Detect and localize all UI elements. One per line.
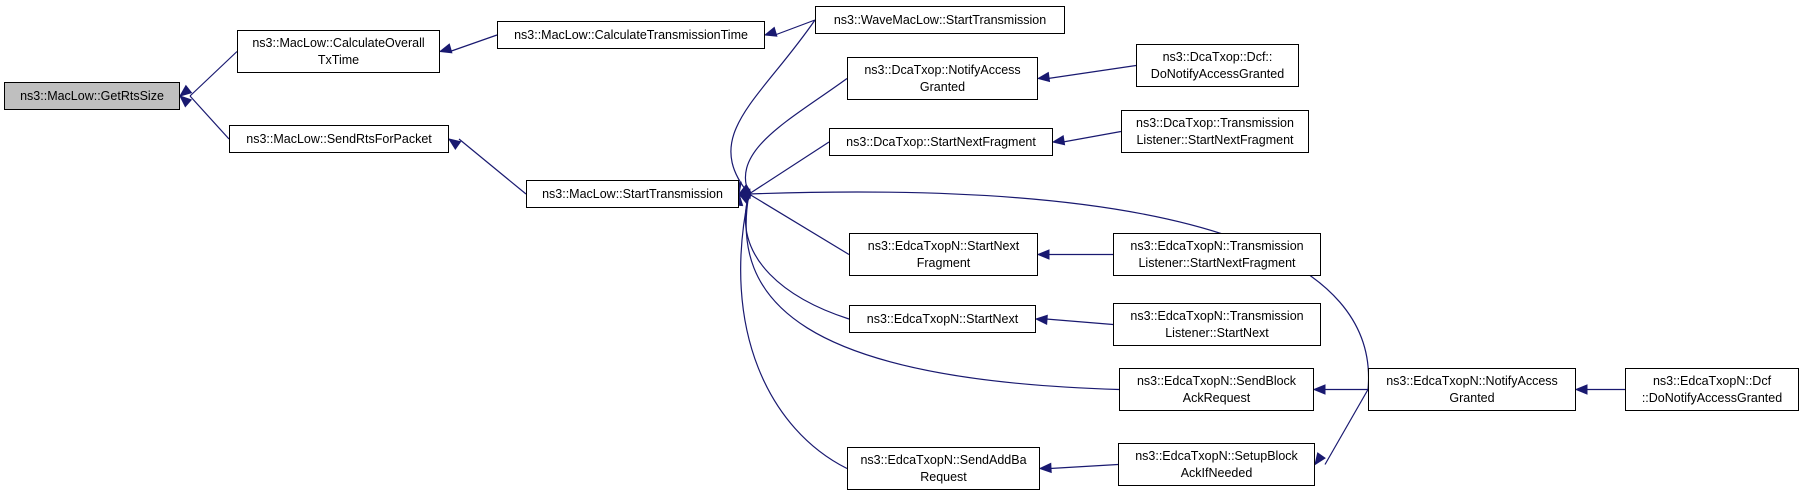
edge-edcanext-to-starttx (744, 193, 850, 320)
edge-edcasetupblock-to-edcasendaddba (1049, 463, 1119, 470)
node-edca-txop-n-start-next[interactable]: ns3::EdcaTxopN::StartNext (849, 305, 1036, 333)
node-label-line: ns3::EdcaTxopN::SendBlock (1136, 373, 1297, 388)
node-edca-txop-n-dcf-do-notify-access-granted[interactable]: ns3::EdcaTxopN::Dcf ::DoNotifyAccessGran… (1625, 368, 1799, 411)
node-label-line: ns3::WaveMacLow::StartTransmission (833, 12, 1047, 27)
node-label-line: Listener::StartNextFragment (1138, 255, 1296, 270)
edge-dcadonotify-to-dcanotify (1047, 64, 1137, 80)
arrowhead (178, 84, 193, 97)
node-edca-txop-n-setup-block-ack-if-needed[interactable]: ns3::EdcaTxopN::SetupBlock AckIfNeeded (1118, 443, 1315, 486)
arrowhead (1574, 384, 1588, 395)
node-label-line: ns3::DcaTxop::Dcf:: (1162, 49, 1273, 64)
edge-calcoverall-to-getrtssize (189, 51, 238, 97)
node-mac-low-start-transmission[interactable]: ns3::MacLow::StartTransmission (526, 180, 739, 208)
edge-dcanotify-to-starttx (744, 78, 848, 195)
arrowhead (447, 138, 462, 150)
node-label-line: ns3::DcaTxop::Transmission (1136, 115, 1294, 130)
node-mac-low-send-rts-for-packet[interactable]: ns3::MacLow::SendRtsForPacket (229, 125, 449, 153)
node-mac-low-calculate-transmission-time[interactable]: ns3::MacLow::CalculateTransmissionTime (497, 21, 765, 49)
arrowhead (763, 26, 778, 37)
arrowhead (1036, 71, 1051, 83)
node-dca-txop-start-next-fragment[interactable]: ns3::DcaTxop::StartNextFragment (829, 128, 1053, 156)
node-label-line: ns3::MacLow::GetRtsSize (20, 88, 164, 103)
node-label-line: ns3::EdcaTxopN::SendAddBa (860, 452, 1027, 467)
edge-dcanextfrag-to-starttx (748, 141, 830, 195)
node-label-line: ns3::EdcaTxopN::Transmission (1130, 238, 1304, 253)
edge-starttx-to-sendrts (458, 138, 527, 195)
node-label-line: Granted (1449, 390, 1495, 405)
edge-calctx-to-calcoverall (449, 34, 498, 53)
node-label-line: DoNotifyAccessGranted (1150, 66, 1285, 81)
node-label-line: Request (920, 469, 967, 484)
node-label-line: ns3::EdcaTxopN::StartNext (866, 311, 1019, 326)
node-label-line: AckIfNeeded (1180, 465, 1253, 480)
edge-edcasendaddba-to-starttx (740, 193, 848, 470)
arrowhead (1314, 452, 1326, 466)
node-label-line: Fragment (916, 255, 971, 270)
node-label-line: ns3::MacLow::CalculateTransmissionTime (514, 27, 748, 42)
edge-edcasendblock-to-starttx (745, 193, 1120, 391)
node-label-line: ::DoNotifyAccessGranted (1641, 390, 1783, 405)
node-label-line: ns3::EdcaTxopN::StartNext (867, 238, 1020, 253)
node-edca-txop-n-transmission-listener-start-next[interactable]: ns3::EdcaTxopN::Transmission Listener::S… (1113, 303, 1321, 346)
node-label-line: TxTime (317, 52, 360, 67)
node-label-line: AckRequest (1182, 390, 1251, 405)
node-label-line: ns3::MacLow::StartTransmission (542, 186, 723, 201)
edge-edcanotify-to-edcasetupblock (1324, 389, 1369, 465)
node-label-line: ns3::EdcaTxopN::SetupBlock (1135, 448, 1298, 463)
node-wave-mac-low-start-transmission[interactable]: ns3::WaveMacLow::StartTransmission (815, 6, 1065, 34)
node-edca-txop-n-notify-access-granted[interactable]: ns3::EdcaTxopN::NotifyAccess Granted (1368, 368, 1576, 411)
node-mac-low-calculate-overall-tx-time[interactable]: ns3::MacLow::CalculateOverall TxTime (237, 30, 440, 73)
arrowhead (1036, 249, 1050, 260)
arrowhead (1051, 135, 1066, 146)
node-label-line: ns3::EdcaTxopN::Transmission (1130, 308, 1304, 323)
node-label-line: Granted (919, 79, 966, 94)
arrowhead (737, 188, 751, 199)
edge-wavestart-to-calctx (774, 19, 816, 36)
node-label-line: ns3::EdcaTxopN::Dcf (1652, 373, 1772, 388)
node-edca-txop-n-start-next-fragment[interactable]: ns3::EdcaTxopN::StartNext Fragment (849, 233, 1038, 276)
node-label-line: ns3::DcaTxop::NotifyAccess (864, 62, 1021, 77)
edge-dcatlnextfrag-to-dcanextfrag (1062, 130, 1122, 143)
node-label-line: Listener::StartNextFragment (1136, 132, 1294, 147)
node-label-line: Listener::StartNext (1165, 325, 1269, 340)
arrowhead (1038, 462, 1052, 474)
node-mac-low-get-rts-size: ns3::MacLow::GetRtsSize (4, 82, 180, 110)
edge-wavestart-to-starttx (730, 19, 816, 195)
node-dca-txop-dcf-do-notify-access-granted[interactable]: ns3::DcaTxop::Dcf:: DoNotifyAccessGrante… (1136, 44, 1299, 87)
node-label-line: ns3::DcaTxop::StartNextFragment (846, 134, 1036, 149)
arrowhead (1034, 314, 1048, 326)
node-dca-txop-notify-access-granted[interactable]: ns3::DcaTxop::NotifyAccess Granted (847, 57, 1038, 100)
arrowhead (1312, 384, 1326, 395)
edge-edcatlnext-to-edcanext (1045, 318, 1114, 326)
node-edca-txop-n-send-block-ack-request[interactable]: ns3::EdcaTxopN::SendBlock AckRequest (1119, 368, 1314, 411)
edge-edcanextfrag-to-starttx (748, 193, 850, 256)
edge-edcanotify-to-starttx (748, 191, 1370, 390)
node-edca-txop-n-transmission-listener-start-next-fragment[interactable]: ns3::EdcaTxopN::Transmission Listener::S… (1113, 233, 1321, 276)
arrowhead (438, 43, 453, 54)
arrowhead (179, 95, 193, 108)
node-label-line: ns3::MacLow::CalculateOverall (252, 35, 425, 50)
node-label-line: ns3::MacLow::SendRtsForPacket (246, 131, 432, 146)
node-label-line: ns3::EdcaTxopN::NotifyAccess (1386, 373, 1558, 388)
node-edca-txop-n-send-add-ba-request[interactable]: ns3::EdcaTxopN::SendAddBa Request (847, 447, 1040, 490)
node-dca-txop-transmission-listener-start-next-fragment[interactable]: ns3::DcaTxop::Transmission Listener::Sta… (1121, 110, 1309, 153)
edge-sendrts-to-getrtssize (189, 95, 230, 140)
